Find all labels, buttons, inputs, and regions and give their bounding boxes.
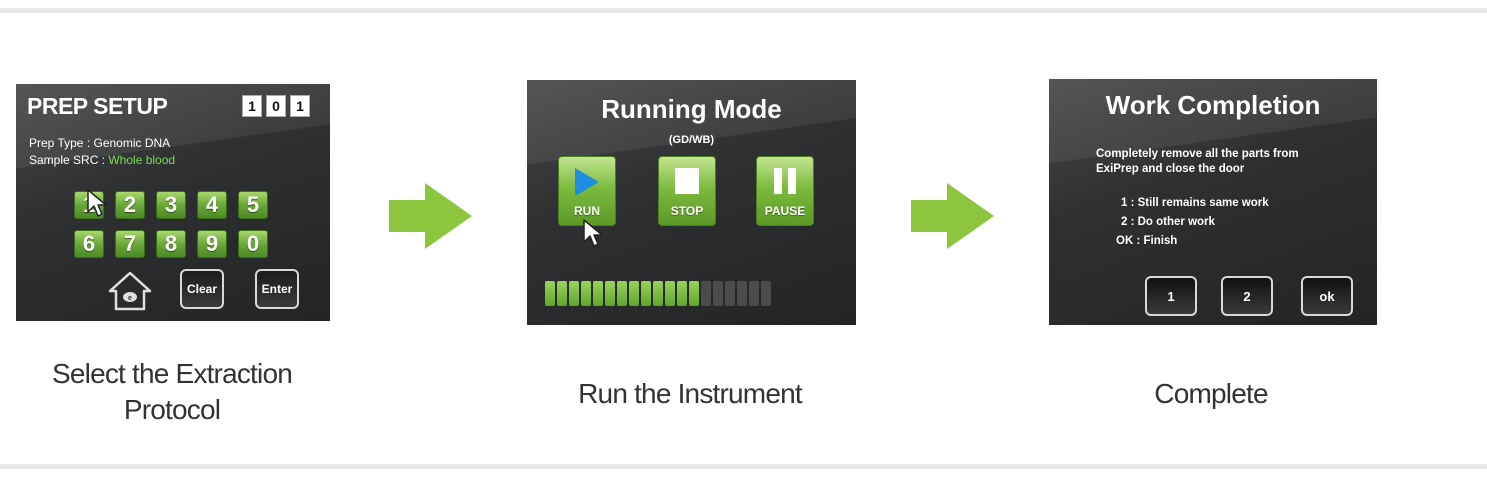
progress-segment — [689, 281, 699, 306]
arrow-right-icon — [389, 183, 472, 249]
progress-segment — [665, 281, 675, 306]
key-7[interactable]: 7 — [115, 230, 145, 258]
progress-segment — [617, 281, 627, 306]
pause-icon — [774, 168, 796, 194]
progress-segment — [545, 281, 555, 306]
stop-icon — [675, 168, 699, 194]
progress-segment — [605, 281, 615, 306]
progress-segment — [569, 281, 579, 306]
progress-segment — [677, 281, 687, 306]
progress-segment — [713, 281, 723, 306]
option-1-button[interactable]: 1 — [1145, 276, 1197, 316]
running-mode-screen: Running Mode (GD/WB) RUN STOP PAUSE — [527, 80, 856, 325]
option-ok-text: OK : Finish — [1116, 235, 1178, 247]
progress-segment — [629, 281, 639, 306]
home-button[interactable]: e — [108, 271, 152, 311]
step1-caption: Select the Extraction Protocol — [22, 356, 322, 428]
key-6[interactable]: 6 — [74, 230, 104, 258]
bottom-divider — [0, 464, 1487, 469]
code-digit: 0 — [266, 95, 286, 117]
screen-title: Work Completion — [1105, 90, 1321, 120]
caption-line: Select the Extraction — [52, 358, 293, 389]
key-0[interactable]: 0 — [238, 230, 268, 258]
step3-caption: Complete — [1154, 378, 1268, 409]
stop-label: STOP — [670, 204, 704, 218]
code-digit: 1 — [290, 95, 310, 117]
completion-message: Completely remove all the parts from Exi… — [1096, 147, 1299, 177]
top-divider — [0, 8, 1487, 13]
progress-segment — [725, 281, 735, 306]
message-line: ExiPrep and close the door — [1096, 163, 1245, 175]
mode-subtitle: (GD/WB) — [668, 134, 715, 146]
stop-button[interactable]: STOP — [658, 156, 716, 226]
svg-text:e: e — [128, 295, 132, 302]
home-icon: e — [108, 271, 152, 311]
progress-segment — [749, 281, 759, 306]
progress-segment — [761, 281, 771, 306]
progress-segment — [653, 281, 663, 306]
key-9[interactable]: 9 — [197, 230, 227, 258]
key-5[interactable]: 5 — [238, 191, 268, 219]
run-progress-bar — [545, 281, 771, 306]
sample-src-value: Whole blood — [108, 153, 176, 167]
progress-segment — [557, 281, 567, 306]
option-2-button[interactable]: 2 — [1221, 276, 1273, 316]
option-2-text: 2 : Do other work — [1121, 216, 1215, 228]
prep-type-text: Prep Type : Genomic DNA — [29, 136, 171, 150]
progress-segment — [581, 281, 591, 306]
message-line: Completely remove all the parts from — [1096, 148, 1299, 160]
pointer-cursor-icon — [87, 189, 107, 217]
progress-segment — [701, 281, 711, 306]
run-button[interactable]: RUN — [558, 156, 616, 226]
arrow-right-icon — [911, 183, 994, 249]
progress-segment — [641, 281, 651, 306]
screen-title: Running Mode — [601, 94, 782, 124]
key-3[interactable]: 3 — [156, 191, 186, 219]
pointer-cursor-icon — [583, 219, 603, 247]
ok-button[interactable]: ok — [1301, 276, 1353, 316]
enter-button[interactable]: Enter — [255, 269, 299, 309]
work-completion-screen: Work Completion Completely remove all th… — [1049, 79, 1377, 325]
clear-button[interactable]: Clear — [180, 269, 224, 309]
progress-segment — [593, 281, 603, 306]
run-label: RUN — [574, 204, 600, 218]
pause-label: PAUSE — [764, 204, 806, 218]
option-1-text: 1 : Still remains same work — [1121, 197, 1269, 209]
key-2[interactable]: 2 — [115, 191, 145, 219]
key-4[interactable]: 4 — [197, 191, 227, 219]
caption-line: Protocol — [123, 394, 221, 425]
pause-button[interactable]: PAUSE — [756, 156, 814, 226]
key-8[interactable]: 8 — [156, 230, 186, 258]
protocol-code-display: 1 0 1 — [242, 95, 310, 117]
screen-title: PREP SETUP — [27, 93, 168, 119]
code-digit: 1 — [242, 95, 262, 117]
step2-caption: Run the Instrument — [578, 378, 803, 409]
sample-src-text: Sample SRC : Whole blood — [29, 153, 176, 167]
progress-segment — [737, 281, 747, 306]
prep-setup-screen: PREP SETUP 1 0 1 Prep Type : Genomic DNA… — [16, 84, 330, 321]
play-icon — [575, 168, 599, 196]
